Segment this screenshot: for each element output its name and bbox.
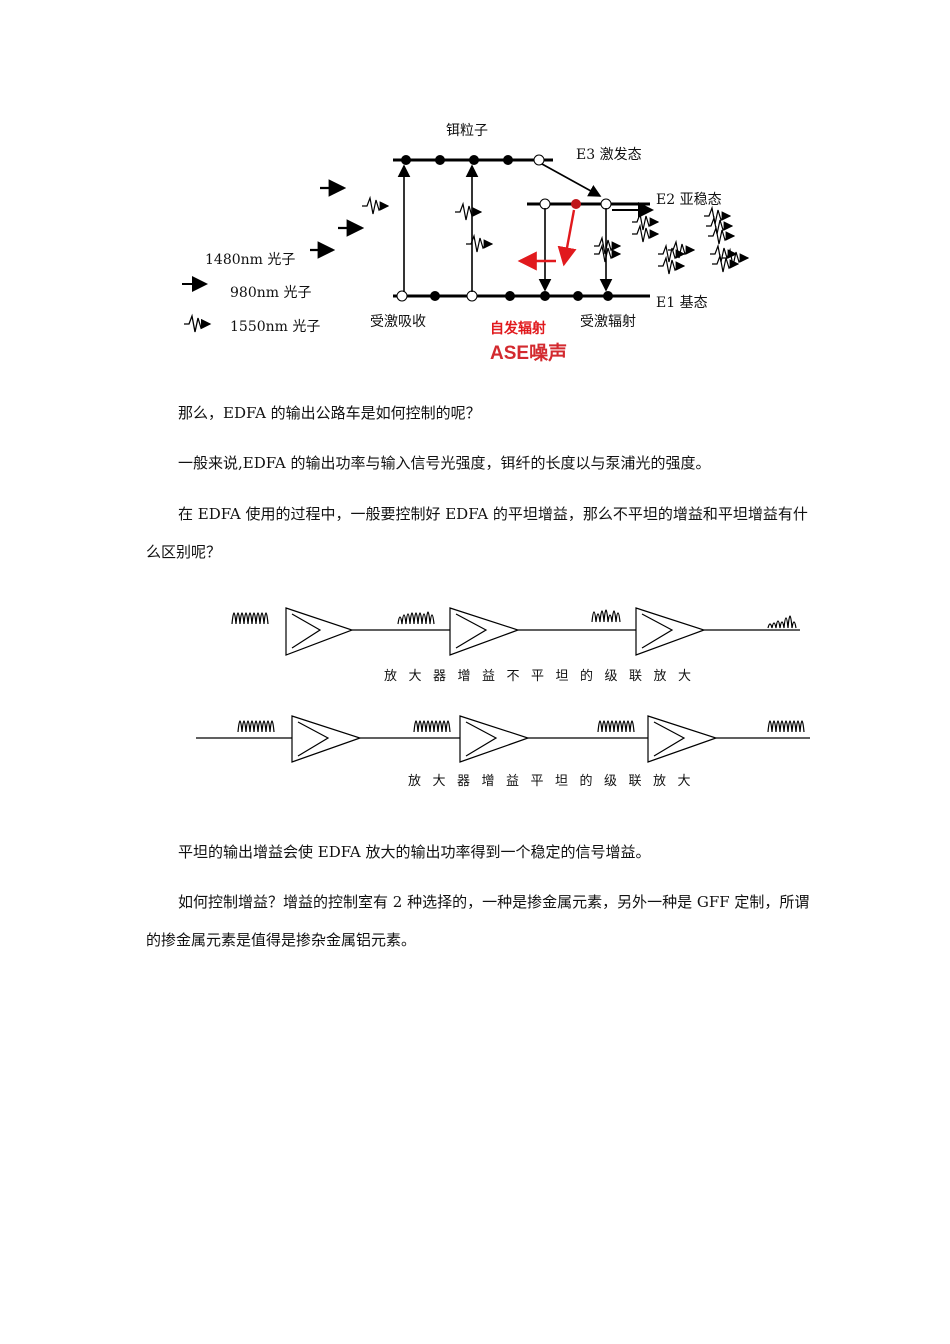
wave-photons — [362, 195, 750, 275]
erbium-particle-label: 铒粒子 — [446, 123, 488, 139]
legend-1550-wave-icon — [184, 313, 212, 333]
ase-noise-label: ASE噪声 — [490, 343, 568, 364]
decay-arrow — [541, 163, 602, 197]
paragraph-4: 平坦的输出增益会使 EDFA 放大的输出功率得到一个稳定的信号增益。 — [178, 843, 651, 861]
spectrum-icon — [767, 720, 805, 733]
stimulated-emission-label: 受激辐射 — [580, 314, 636, 330]
spectrum-icon — [237, 720, 275, 733]
e3-particles — [401, 154, 545, 166]
e1-particles — [396, 290, 613, 302]
e3-label: E3 激发态 — [576, 147, 642, 163]
spectrum-icon — [591, 609, 621, 623]
amplifier-icon — [449, 607, 520, 656]
flat-cascade — [196, 715, 810, 763]
paragraph-3: 在 EDFA 使用的过程中，一般要控制好 EDFA 的平坦增益，那么不平坦的增益… — [146, 505, 808, 561]
amplifier-icon — [459, 715, 530, 763]
legend-1480-label: 1480nm 光子 — [205, 252, 296, 268]
paragraph-2: 一般来说,EDFA 的输出功率与输入信号光强度，铒纤的长度以与泵浦光的强度。 — [178, 454, 711, 472]
amplifier-icon — [647, 715, 718, 763]
e2-label: E2 亚稳态 — [656, 192, 722, 208]
cascade-amplifier-diagrams — [196, 607, 810, 763]
spectrum-icon — [767, 615, 797, 629]
amplifier-icon — [635, 607, 706, 656]
caption-flat-gain: 放大器增益平坦的级联放大 — [408, 774, 703, 789]
paragraph-5: 如何控制增益？增益的控制室有 2 种选择的，一种是掺金属元素，另外一种是 GFF… — [146, 893, 810, 949]
spontaneous-emission-label: 自发辐射 — [490, 321, 546, 337]
paragraph-1: 那么，EDFA 的输出公路车是如何控制的呢？ — [178, 404, 481, 422]
spectrum-icon — [597, 720, 635, 733]
legend-980-label: 980nm 光子 — [230, 285, 312, 301]
amplifier-icon — [291, 715, 362, 763]
spectrum-icon — [413, 720, 451, 733]
uneven-cascade — [231, 607, 800, 656]
e1-label: E1 基态 — [656, 295, 708, 311]
spectrum-icon — [231, 612, 269, 625]
amplifier-icon — [285, 607, 354, 656]
spontaneous-arrow — [557, 209, 577, 267]
energy-level-diagram — [182, 154, 750, 333]
spectrum-icon — [397, 611, 435, 625]
legend-1550-label: 1550nm 光子 — [230, 319, 321, 335]
absorption-label: 受激吸收 — [370, 314, 426, 330]
caption-uneven-gain: 放大器增益不平坦的级联放大 — [384, 669, 703, 684]
